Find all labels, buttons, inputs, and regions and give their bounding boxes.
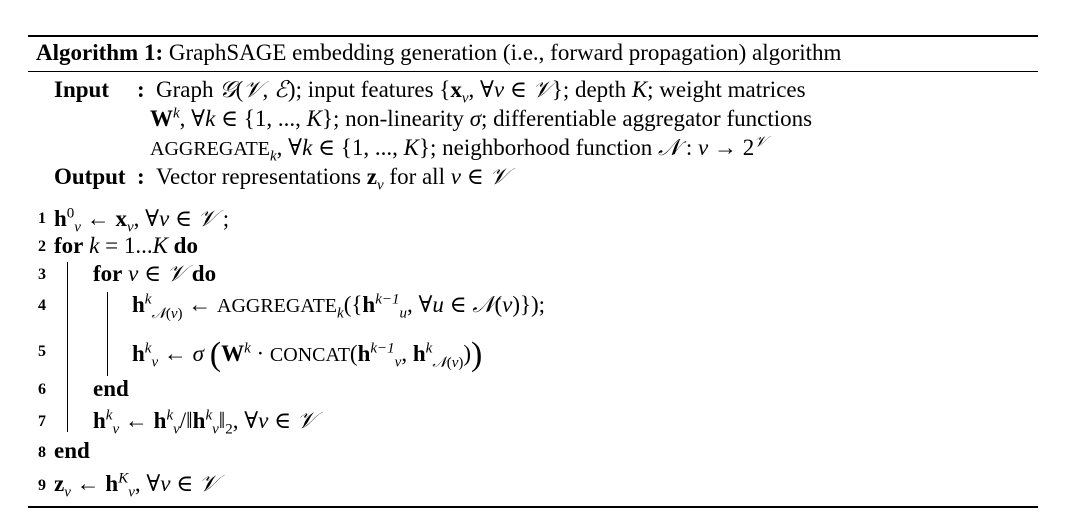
input-label: Input (54, 77, 109, 102)
line-number: 7 (38, 413, 46, 430)
code-line-6: end (93, 376, 129, 401)
line-number: 8 (38, 444, 46, 461)
code-line-1: h0v ← xv, ∀v ∈ 𝒱 ; (54, 205, 230, 236)
input-colon: : (137, 77, 145, 102)
output-text: Vector representations zv for all v ∈ 𝒱 (156, 164, 509, 194)
algorithm-title: GraphSAGE embedding generation (i.e., fo… (168, 40, 842, 65)
code-line-9: zv ← hKv, ∀v ∈ 𝒱 (54, 470, 219, 501)
code-line-8: end (54, 438, 90, 463)
code-line-3: for v ∈ 𝒱 do (93, 261, 217, 287)
code-line-7: hkv ← hkv/‖hkv‖2, ∀v ∈ 𝒱 (93, 407, 317, 438)
outer-loop-bar (67, 262, 68, 432)
inner-loop-bar (107, 292, 108, 376)
output-label: Output (54, 164, 126, 189)
line-number: 2 (38, 238, 46, 255)
line-number: 6 (38, 381, 46, 398)
code-line-2: for k = 1...K do (54, 233, 198, 258)
line-number: 4 (38, 297, 46, 314)
algorithm-label: Algorithm 1: (36, 40, 164, 65)
line-number: 1 (38, 210, 46, 227)
code-line-4: hk𝒩(v) ← AGGREGATEk({hk−1u, ∀u ∈ 𝒩(v)}); (132, 291, 546, 322)
line-number: 5 (38, 343, 46, 360)
caption-rule (28, 71, 1038, 72)
line-number: 3 (38, 266, 46, 283)
algorithm-caption: Algorithm 1: GraphSAGE embedding generat… (36, 40, 841, 66)
input-line-1: Graph 𝒢(𝒱, ℰ); input features {xv, ∀v ∈ … (156, 77, 806, 107)
top-rule (28, 35, 1038, 37)
bottom-rule (28, 506, 1038, 508)
input-line-2: Wk, ∀k ∈ {1, ..., K}; non-linearity σ; d… (150, 105, 813, 131)
output-colon: : (137, 164, 145, 189)
code-line-5: hkv ← σ (Wk · CONCAT(hk−1v, hk𝒩(v))) (132, 336, 483, 373)
line-number: 9 (38, 477, 46, 494)
input-line-3: AGGREGATEk, ∀k ∈ {1, ..., K}; neighborho… (150, 132, 767, 165)
